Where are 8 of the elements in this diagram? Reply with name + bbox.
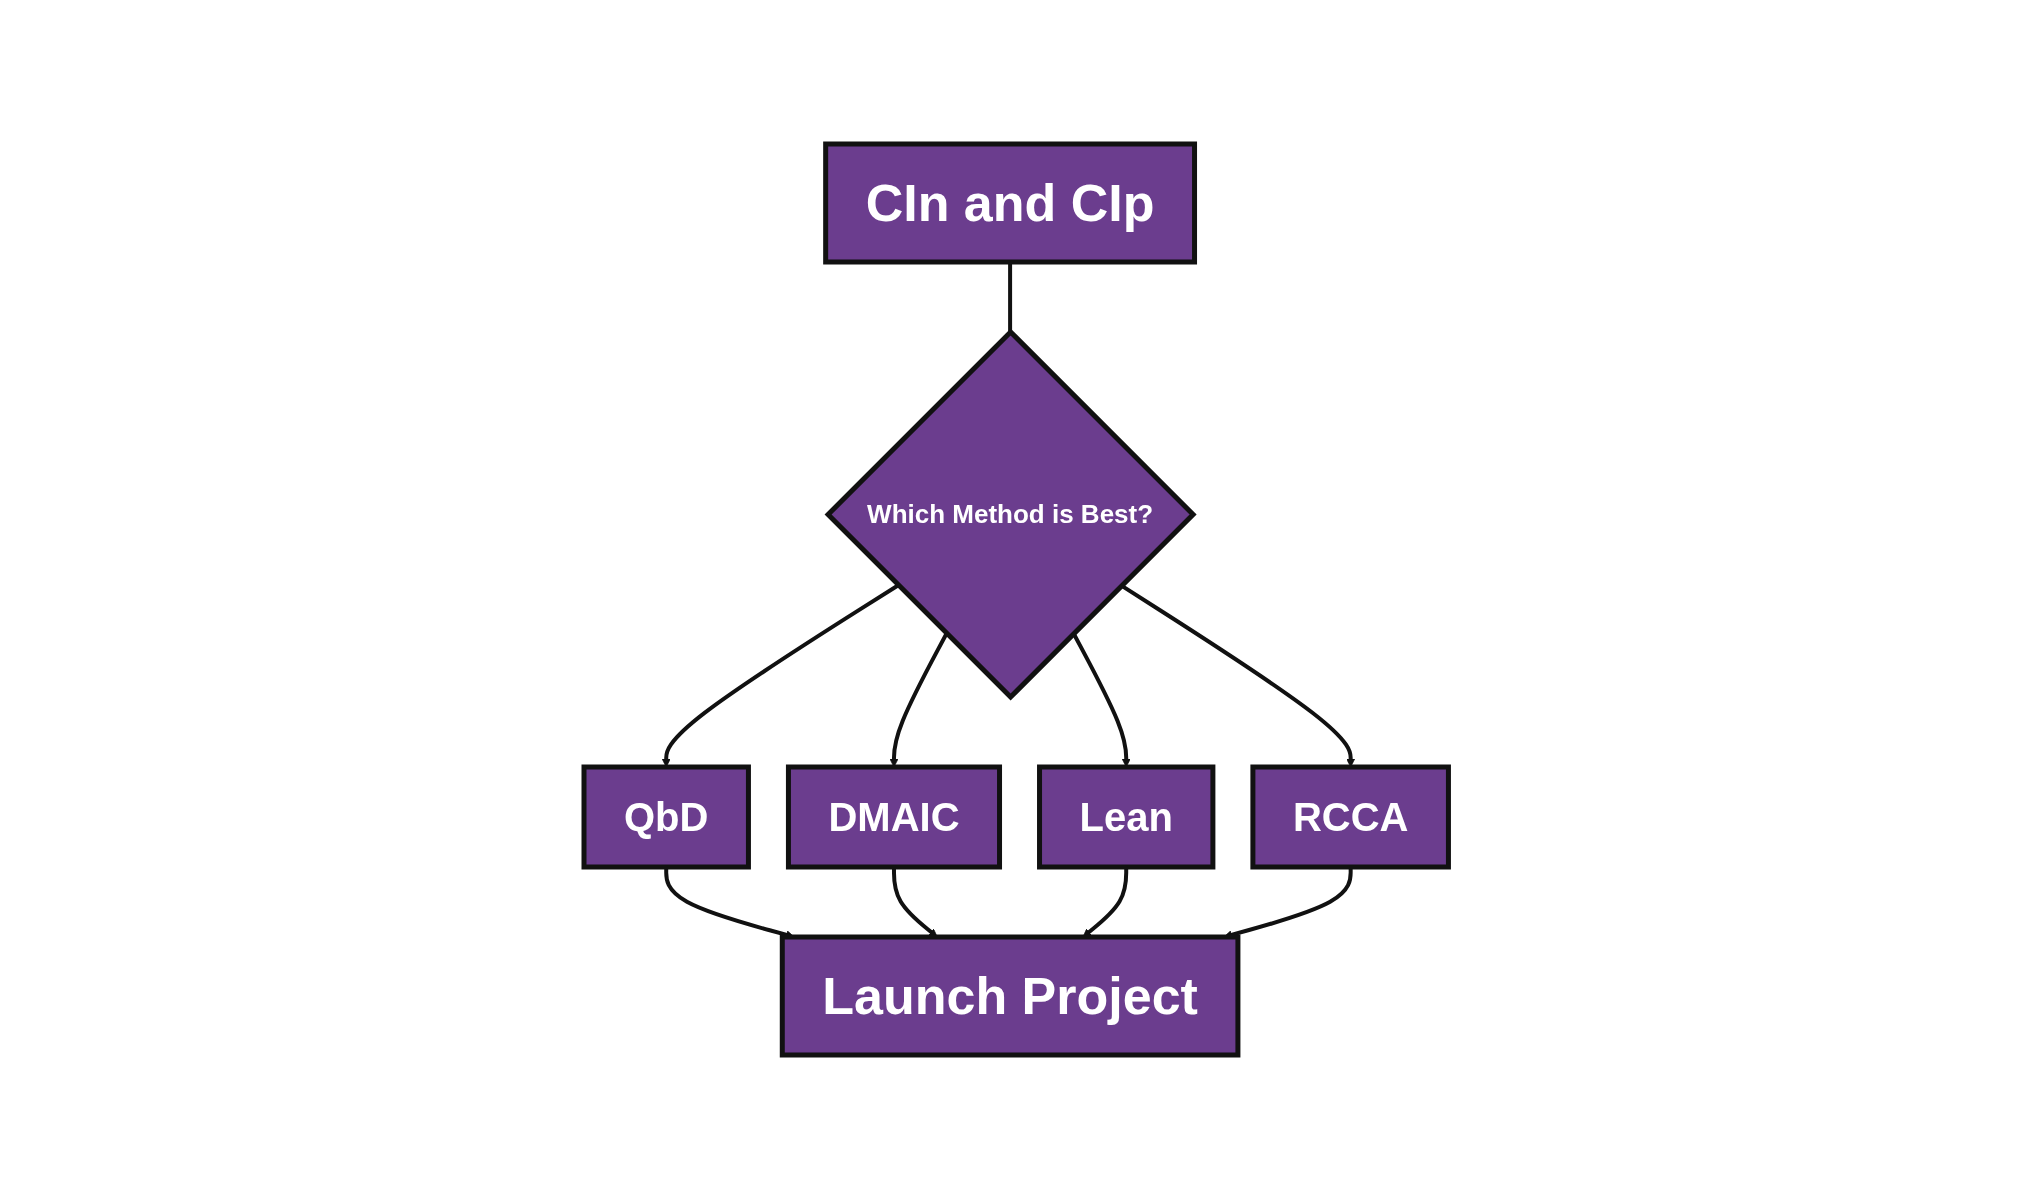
node-diamond: Which Method is Best? xyxy=(824,328,1197,701)
node-box: DMAIC xyxy=(785,764,1002,870)
node-box: Lean xyxy=(1036,764,1216,870)
node-box: CIn and CIp xyxy=(822,141,1197,265)
node-box: Launch Project xyxy=(779,934,1241,1058)
connector xyxy=(1007,262,1012,332)
node-box: RCCA xyxy=(1250,764,1451,870)
node-box: QbD xyxy=(581,764,751,870)
